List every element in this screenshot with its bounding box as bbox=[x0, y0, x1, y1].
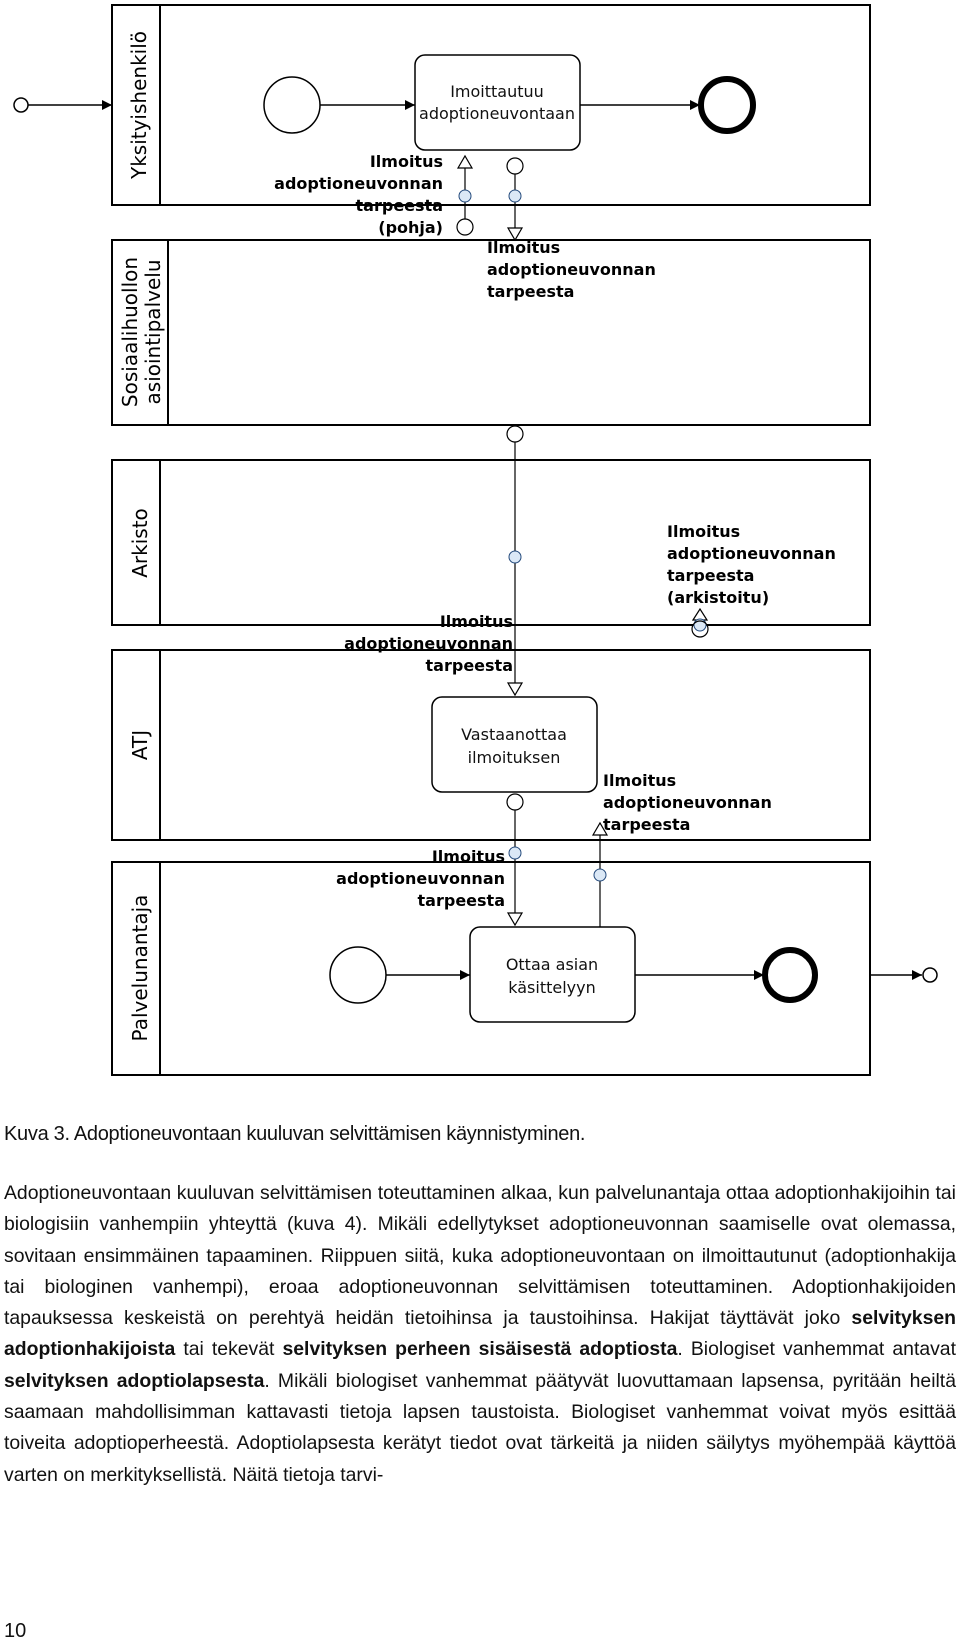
svg-text:Ilmoitus: Ilmoitus bbox=[370, 152, 443, 171]
svg-text:tarpeesta: tarpeesta bbox=[667, 566, 754, 585]
process-diagram: Yksityishenkilö Sosiaalihuollon asiointi… bbox=[13, 4, 938, 1076]
svg-text:adoptioneuvonnan: adoptioneuvonnan bbox=[344, 634, 513, 653]
lane-atj: ATJ bbox=[111, 649, 871, 841]
body-paragraph: Adoptioneuvontaan kuuluvan selvittämisen… bbox=[4, 1178, 956, 1491]
message-arkistoitu: Ilmoitus adoptioneuvonnan tarpeesta (ark… bbox=[667, 522, 836, 638]
svg-text:(arkistoitu): (arkistoitu) bbox=[667, 588, 769, 607]
lane-label: Palvelunantaja bbox=[128, 895, 152, 1042]
start-event bbox=[263, 76, 321, 134]
emphasis-term: selvityksen adoptiolapsesta bbox=[4, 1369, 265, 1392]
task-label: Imoittautuu bbox=[450, 82, 544, 101]
lane-asiointipalvelu: Sosiaalihuollon asiointipalvelu bbox=[111, 239, 871, 426]
start-event bbox=[329, 946, 387, 1004]
message-ilmoitus-3: Ilmoitus adoptioneuvonnan tarpeesta bbox=[336, 793, 524, 927]
svg-text:adoptioneuvonnan: adoptioneuvonnan bbox=[603, 793, 772, 812]
svg-text:adoptioneuvonnan: adoptioneuvonnan bbox=[274, 174, 443, 193]
message-connector bbox=[506, 157, 524, 175]
task-vastaanottaa bbox=[431, 696, 598, 793]
exit-connector bbox=[922, 967, 938, 983]
lane-header bbox=[111, 649, 161, 841]
lane-header bbox=[111, 861, 161, 1076]
lane-yksityishenkilo: Yksityishenkilö bbox=[111, 4, 871, 206]
svg-text:Ilmoitus: Ilmoitus bbox=[667, 522, 740, 541]
body-text-segment: . Biologiset vanhemmat antavat bbox=[677, 1338, 956, 1361]
lane-label: asiointipalvelu bbox=[141, 260, 165, 405]
svg-text:tarpeesta: tarpeesta bbox=[426, 656, 513, 675]
lane-header bbox=[111, 459, 161, 626]
message-ilmoitus-2: Ilmoitus adoptioneuvonnan tarpeesta bbox=[344, 425, 524, 697]
svg-text:Ilmoitus: Ilmoitus bbox=[487, 238, 560, 257]
task-label: adoptioneuvontaan bbox=[419, 104, 575, 123]
svg-text:adoptioneuvonnan: adoptioneuvonnan bbox=[667, 544, 836, 563]
message-connector bbox=[506, 793, 524, 811]
task-ottaa-asian bbox=[469, 926, 636, 1023]
task-label: Ottaa asian bbox=[506, 955, 598, 974]
svg-text:Ilmoitus: Ilmoitus bbox=[440, 612, 513, 631]
info-icon bbox=[508, 189, 522, 203]
emphasis-term: selvityksen perheen sisäisestä adoptiost… bbox=[282, 1338, 678, 1361]
message-connector bbox=[456, 218, 474, 236]
lane-arkisto: Arkisto bbox=[111, 459, 871, 626]
message-ilmoitus-4: Ilmoitus adoptioneuvonnan tarpeesta bbox=[591, 771, 772, 944]
svg-text:adoptioneuvonnan: adoptioneuvonnan bbox=[336, 869, 505, 888]
entry-connector bbox=[13, 97, 29, 113]
open-arrow-icon bbox=[506, 682, 524, 697]
task-label: Vastaanottaa bbox=[461, 725, 567, 744]
info-icon bbox=[508, 550, 522, 564]
info-icon bbox=[508, 846, 522, 860]
svg-text:tarpeesta: tarpeesta bbox=[418, 891, 505, 910]
message-pohja: Ilmoitus adoptioneuvonnan tarpeesta (poh… bbox=[274, 152, 474, 237]
body-text-segment: Adoptioneuvontaan kuuluvan selvittämisen… bbox=[4, 1182, 956, 1330]
lane-palvelunantaja: Palvelunantaja bbox=[111, 861, 871, 1076]
task-label: ilmoituksen bbox=[468, 748, 561, 767]
svg-text:(pohja): (pohja) bbox=[378, 218, 443, 237]
body-text-segment: . Mikäli biologiset vanhemmat päätyvät l… bbox=[4, 1369, 956, 1486]
message-ilmoitus-1: Ilmoitus adoptioneuvonnan tarpeesta bbox=[487, 157, 656, 301]
end-event bbox=[698, 76, 756, 134]
open-arrow-icon bbox=[506, 227, 524, 242]
lane-label: Arkisto bbox=[128, 508, 152, 578]
svg-text:Ilmoitus: Ilmoitus bbox=[603, 771, 676, 790]
task-imoittautuu bbox=[414, 54, 581, 151]
figure-caption: Kuva 3. Adoptioneuvontaan kuuluvan selvi… bbox=[4, 1123, 586, 1145]
message-connector bbox=[506, 425, 524, 443]
task-label: käsittelyyn bbox=[508, 978, 595, 997]
lane-header bbox=[111, 239, 169, 426]
message-connector bbox=[691, 620, 709, 638]
svg-text:Ilmoitus: Ilmoitus bbox=[432, 847, 505, 866]
svg-text:tarpeesta: tarpeesta bbox=[356, 196, 443, 215]
info-icon bbox=[458, 189, 472, 203]
lane-label: Yksityishenkilö bbox=[127, 31, 151, 180]
svg-text:tarpeesta: tarpeesta bbox=[487, 282, 574, 301]
body-text-segment: tai tekevät bbox=[183, 1338, 275, 1361]
emphasis-term: selvityksen adoptionhakijoista bbox=[4, 1307, 956, 1361]
svg-text:adoptioneuvonnan: adoptioneuvonnan bbox=[487, 260, 656, 279]
open-arrow-icon bbox=[456, 154, 474, 169]
end-event bbox=[762, 947, 818, 1003]
info-icon bbox=[593, 868, 607, 882]
open-arrow-icon bbox=[691, 607, 709, 621]
svg-text:tarpeesta: tarpeesta bbox=[603, 815, 690, 834]
open-arrow-icon bbox=[506, 912, 524, 927]
lane-label: ATJ bbox=[128, 730, 152, 760]
page-number: 10 bbox=[4, 1620, 27, 1642]
lane-label: Sosiaalihuollon bbox=[118, 257, 142, 407]
